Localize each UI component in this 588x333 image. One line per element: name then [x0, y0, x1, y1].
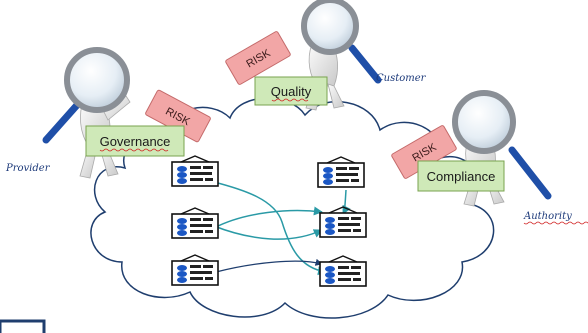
- compliance-label: Compliance: [427, 169, 496, 184]
- flow-arrow-icon: [213, 225, 323, 240]
- flow-arrows: [213, 181, 351, 276]
- quality-label: Quality: [271, 84, 312, 99]
- customer-label: Customer: [376, 73, 427, 84]
- compliance-box: Compliance: [417, 160, 505, 192]
- risk-tag-quality: RISK: [225, 31, 291, 85]
- risk-tag-governance: RISK: [145, 89, 211, 143]
- governance-label: Governance: [100, 134, 171, 149]
- magnifier-icon: [301, 0, 382, 84]
- cropped-frame-fragment: [0, 319, 46, 333]
- magnifier-icon: [42, 47, 130, 144]
- customer-figure: [301, 0, 382, 111]
- magnifier-icon: [452, 90, 552, 200]
- quality-box: Quality: [254, 76, 328, 106]
- authority-spell-underline: [523, 221, 588, 225]
- provider-label: Provider: [5, 163, 51, 174]
- governance-box: Governance: [85, 125, 185, 157]
- authority-label: Authority: [523, 211, 572, 222]
- flow-arrow-icon: [215, 258, 323, 273]
- provider-figure: [42, 47, 131, 179]
- flow-arrow-icon: [213, 181, 327, 276]
- flow-arrow-icon: [213, 206, 323, 229]
